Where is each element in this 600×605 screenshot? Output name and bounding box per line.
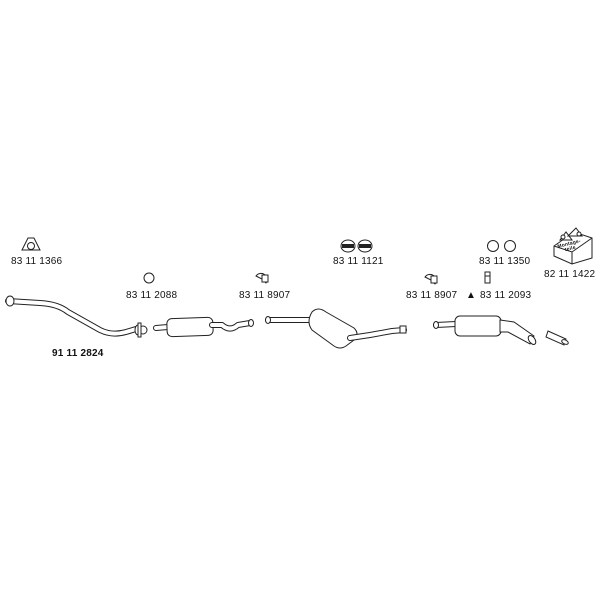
middle-silencer [153, 316, 254, 338]
part-number-mounting-kit: 82 11 1422 [544, 269, 596, 280]
mount-marker-triangle: ▲ [466, 290, 477, 301]
part-number-ring-seal: 83 11 2088 [126, 290, 178, 301]
rear-silencer [433, 315, 537, 345]
part-number-clamp-2: 83 11 8907 [406, 290, 458, 301]
part-number-gasket-pair: 83 11 1121 [333, 256, 384, 267]
mount-icon [484, 271, 491, 284]
ring-seal-icon [143, 272, 155, 284]
part-number-rubber-rings: 83 11 1350 [479, 256, 531, 267]
gasket-pair-icon [340, 239, 373, 253]
part-number-gasket-triangle: 83 11 1366 [11, 256, 63, 267]
center-silencer [265, 308, 407, 349]
part-number-front-pipe: 91 11 2824 [52, 348, 104, 359]
front-pipe [5, 295, 142, 337]
part-number-mount: 83 11 2093 [480, 290, 532, 301]
tail-pipe [545, 330, 569, 346]
clamp-1-icon [255, 272, 269, 284]
mounting-kit-box-icon [553, 227, 593, 265]
gasket-triangle-icon [21, 237, 41, 251]
clamp-2-icon [424, 273, 438, 285]
flange-icon [137, 322, 148, 338]
rubber-rings-icon [487, 240, 516, 252]
part-number-clamp-1: 83 11 8907 [239, 290, 291, 301]
